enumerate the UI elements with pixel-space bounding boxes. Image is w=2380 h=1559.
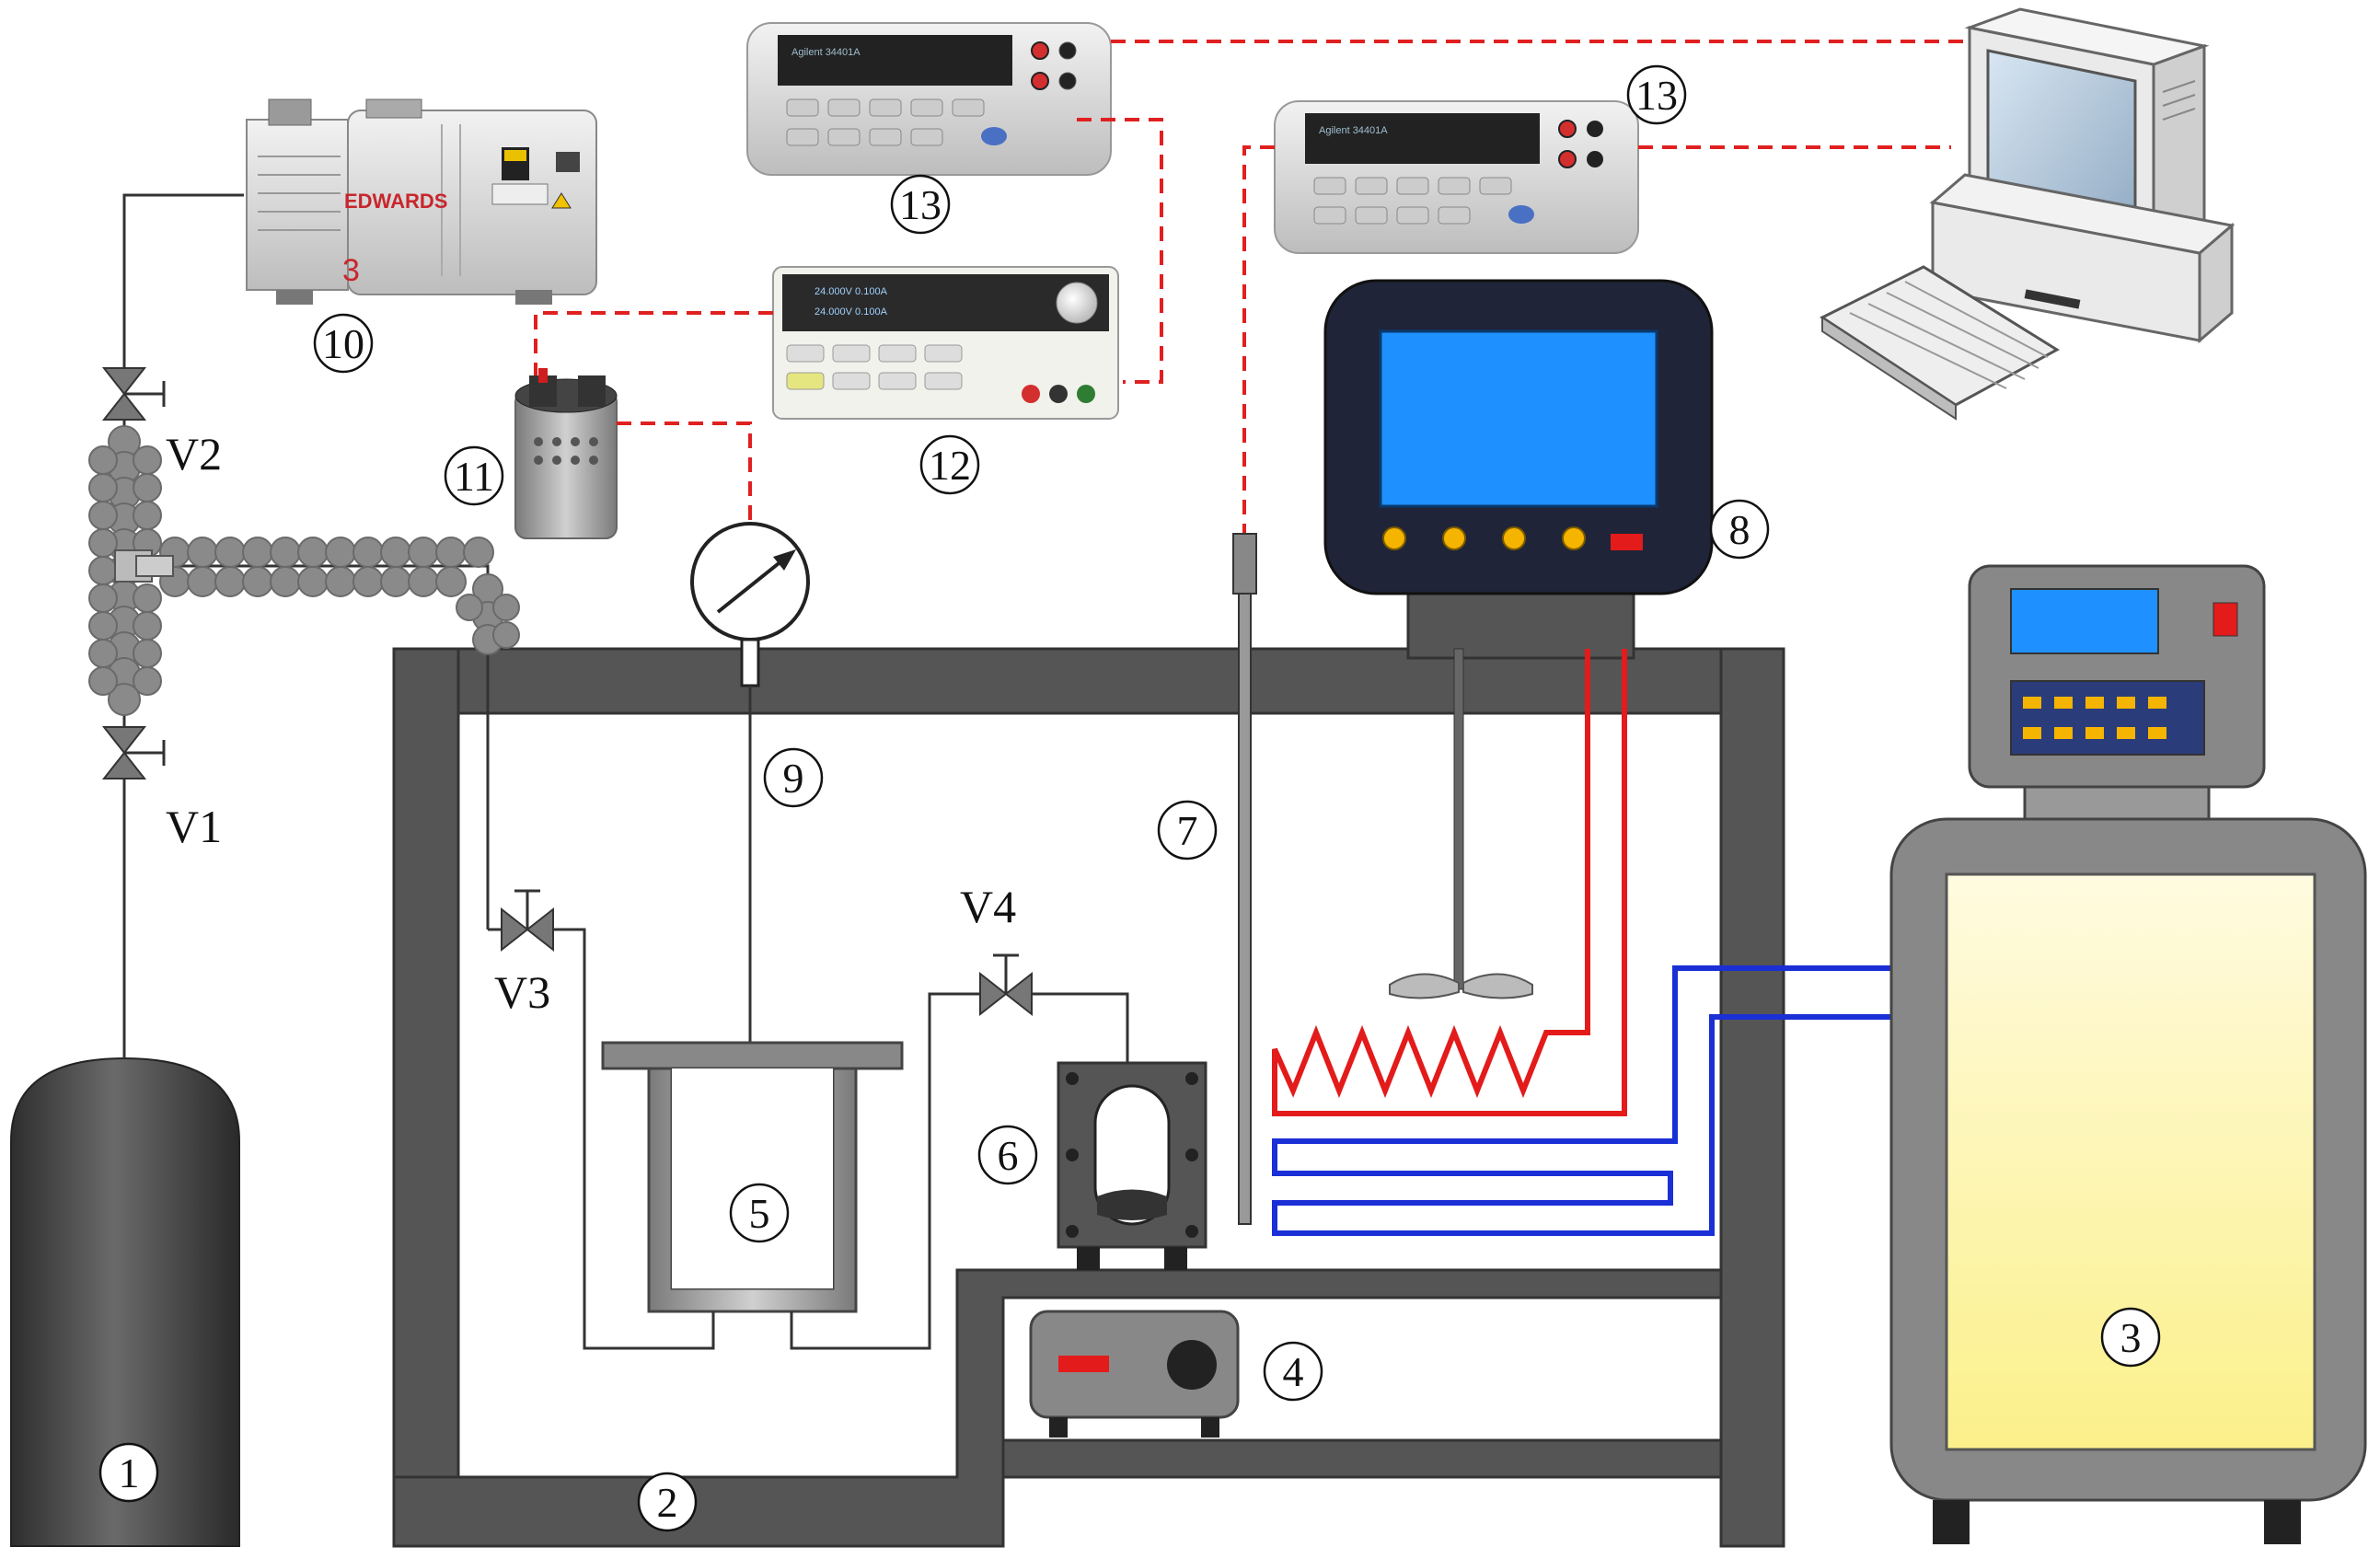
label-11-circle xyxy=(444,445,504,506)
label-4: 4 xyxy=(1283,1348,1304,1395)
svg-text:Agilent 34401A: Agilent 34401A xyxy=(791,47,861,58)
label-1: 1 xyxy=(119,1449,140,1496)
pressure-transducer xyxy=(514,368,618,539)
label-2-circle xyxy=(637,1472,698,1532)
signal-lines xyxy=(534,40,1970,534)
label-5-circle xyxy=(729,1183,790,1243)
label-12: 12 xyxy=(929,442,971,489)
valve-v2-label: V2 xyxy=(166,428,222,479)
label-10: 10 xyxy=(322,320,364,367)
label-9: 9 xyxy=(783,755,804,802)
label-6: 6 xyxy=(998,1132,1019,1179)
label-3-circle xyxy=(2100,1307,2161,1368)
power-supply: 24.000V 0.100A 24.000V 0.100A xyxy=(772,266,1119,420)
label-10-circle xyxy=(313,313,374,374)
label-6-circle xyxy=(977,1125,1038,1185)
reactor-vessel xyxy=(601,1041,904,1313)
process-lines xyxy=(488,928,1129,1350)
label-7: 7 xyxy=(1177,807,1198,854)
valve-v2[interactable] xyxy=(101,367,166,421)
label-5: 5 xyxy=(749,1190,770,1237)
pressure-gauge xyxy=(690,522,810,1045)
vacuum-pump: EDWARDS 3 xyxy=(246,98,597,305)
svg-text:24.000V 0.100A: 24.000V 0.100A xyxy=(815,286,888,297)
label-4-circle xyxy=(1263,1341,1323,1402)
pump-brand: EDWARDS xyxy=(344,190,447,213)
cooling-coil xyxy=(1272,965,1896,1236)
label-8-circle xyxy=(1709,499,1770,560)
computer xyxy=(1819,7,2236,421)
heater-coil xyxy=(1272,649,1627,1116)
valve-v3-label: V3 xyxy=(494,966,550,1018)
svg-text:Agilent 34401A: Agilent 34401A xyxy=(1319,125,1388,136)
stirrer-controller xyxy=(1323,279,1714,999)
label-11: 11 xyxy=(454,453,494,500)
insulated-tubing xyxy=(88,425,520,716)
pump-number: 3 xyxy=(342,253,360,288)
multimeter-right: Agilent 34401A xyxy=(1274,100,1639,254)
tee-fitting xyxy=(114,549,174,583)
magnetic-stirrer xyxy=(1029,1310,1240,1438)
label-8: 8 xyxy=(1729,506,1750,553)
label-13a-circle xyxy=(890,174,951,235)
label-12-circle xyxy=(919,434,980,495)
label-2: 2 xyxy=(657,1479,678,1526)
circulating-bath xyxy=(1889,564,2367,1544)
valve-v4[interactable] xyxy=(979,953,1033,1017)
svg-text:24.000V 0.100A: 24.000V 0.100A xyxy=(815,306,888,318)
label-3: 3 xyxy=(2120,1314,2142,1361)
label-9-circle xyxy=(763,747,824,808)
valve-v3[interactable] xyxy=(501,889,554,953)
label-7-circle xyxy=(1157,800,1218,860)
valve-v1[interactable] xyxy=(101,726,166,780)
valve-v1-label: V1 xyxy=(166,801,222,852)
label-13a: 13 xyxy=(899,181,942,228)
label-1-circle xyxy=(98,1442,159,1503)
label-13b-circle xyxy=(1626,64,1687,125)
visual-cell xyxy=(1057,1061,1207,1270)
label-13b: 13 xyxy=(1635,72,1678,119)
valve-v4-label: V4 xyxy=(960,881,1016,932)
tank-frame xyxy=(392,647,1785,1548)
temperature-probe xyxy=(1232,533,1257,1225)
multimeter-top: Agilent 34401A xyxy=(746,22,1112,176)
